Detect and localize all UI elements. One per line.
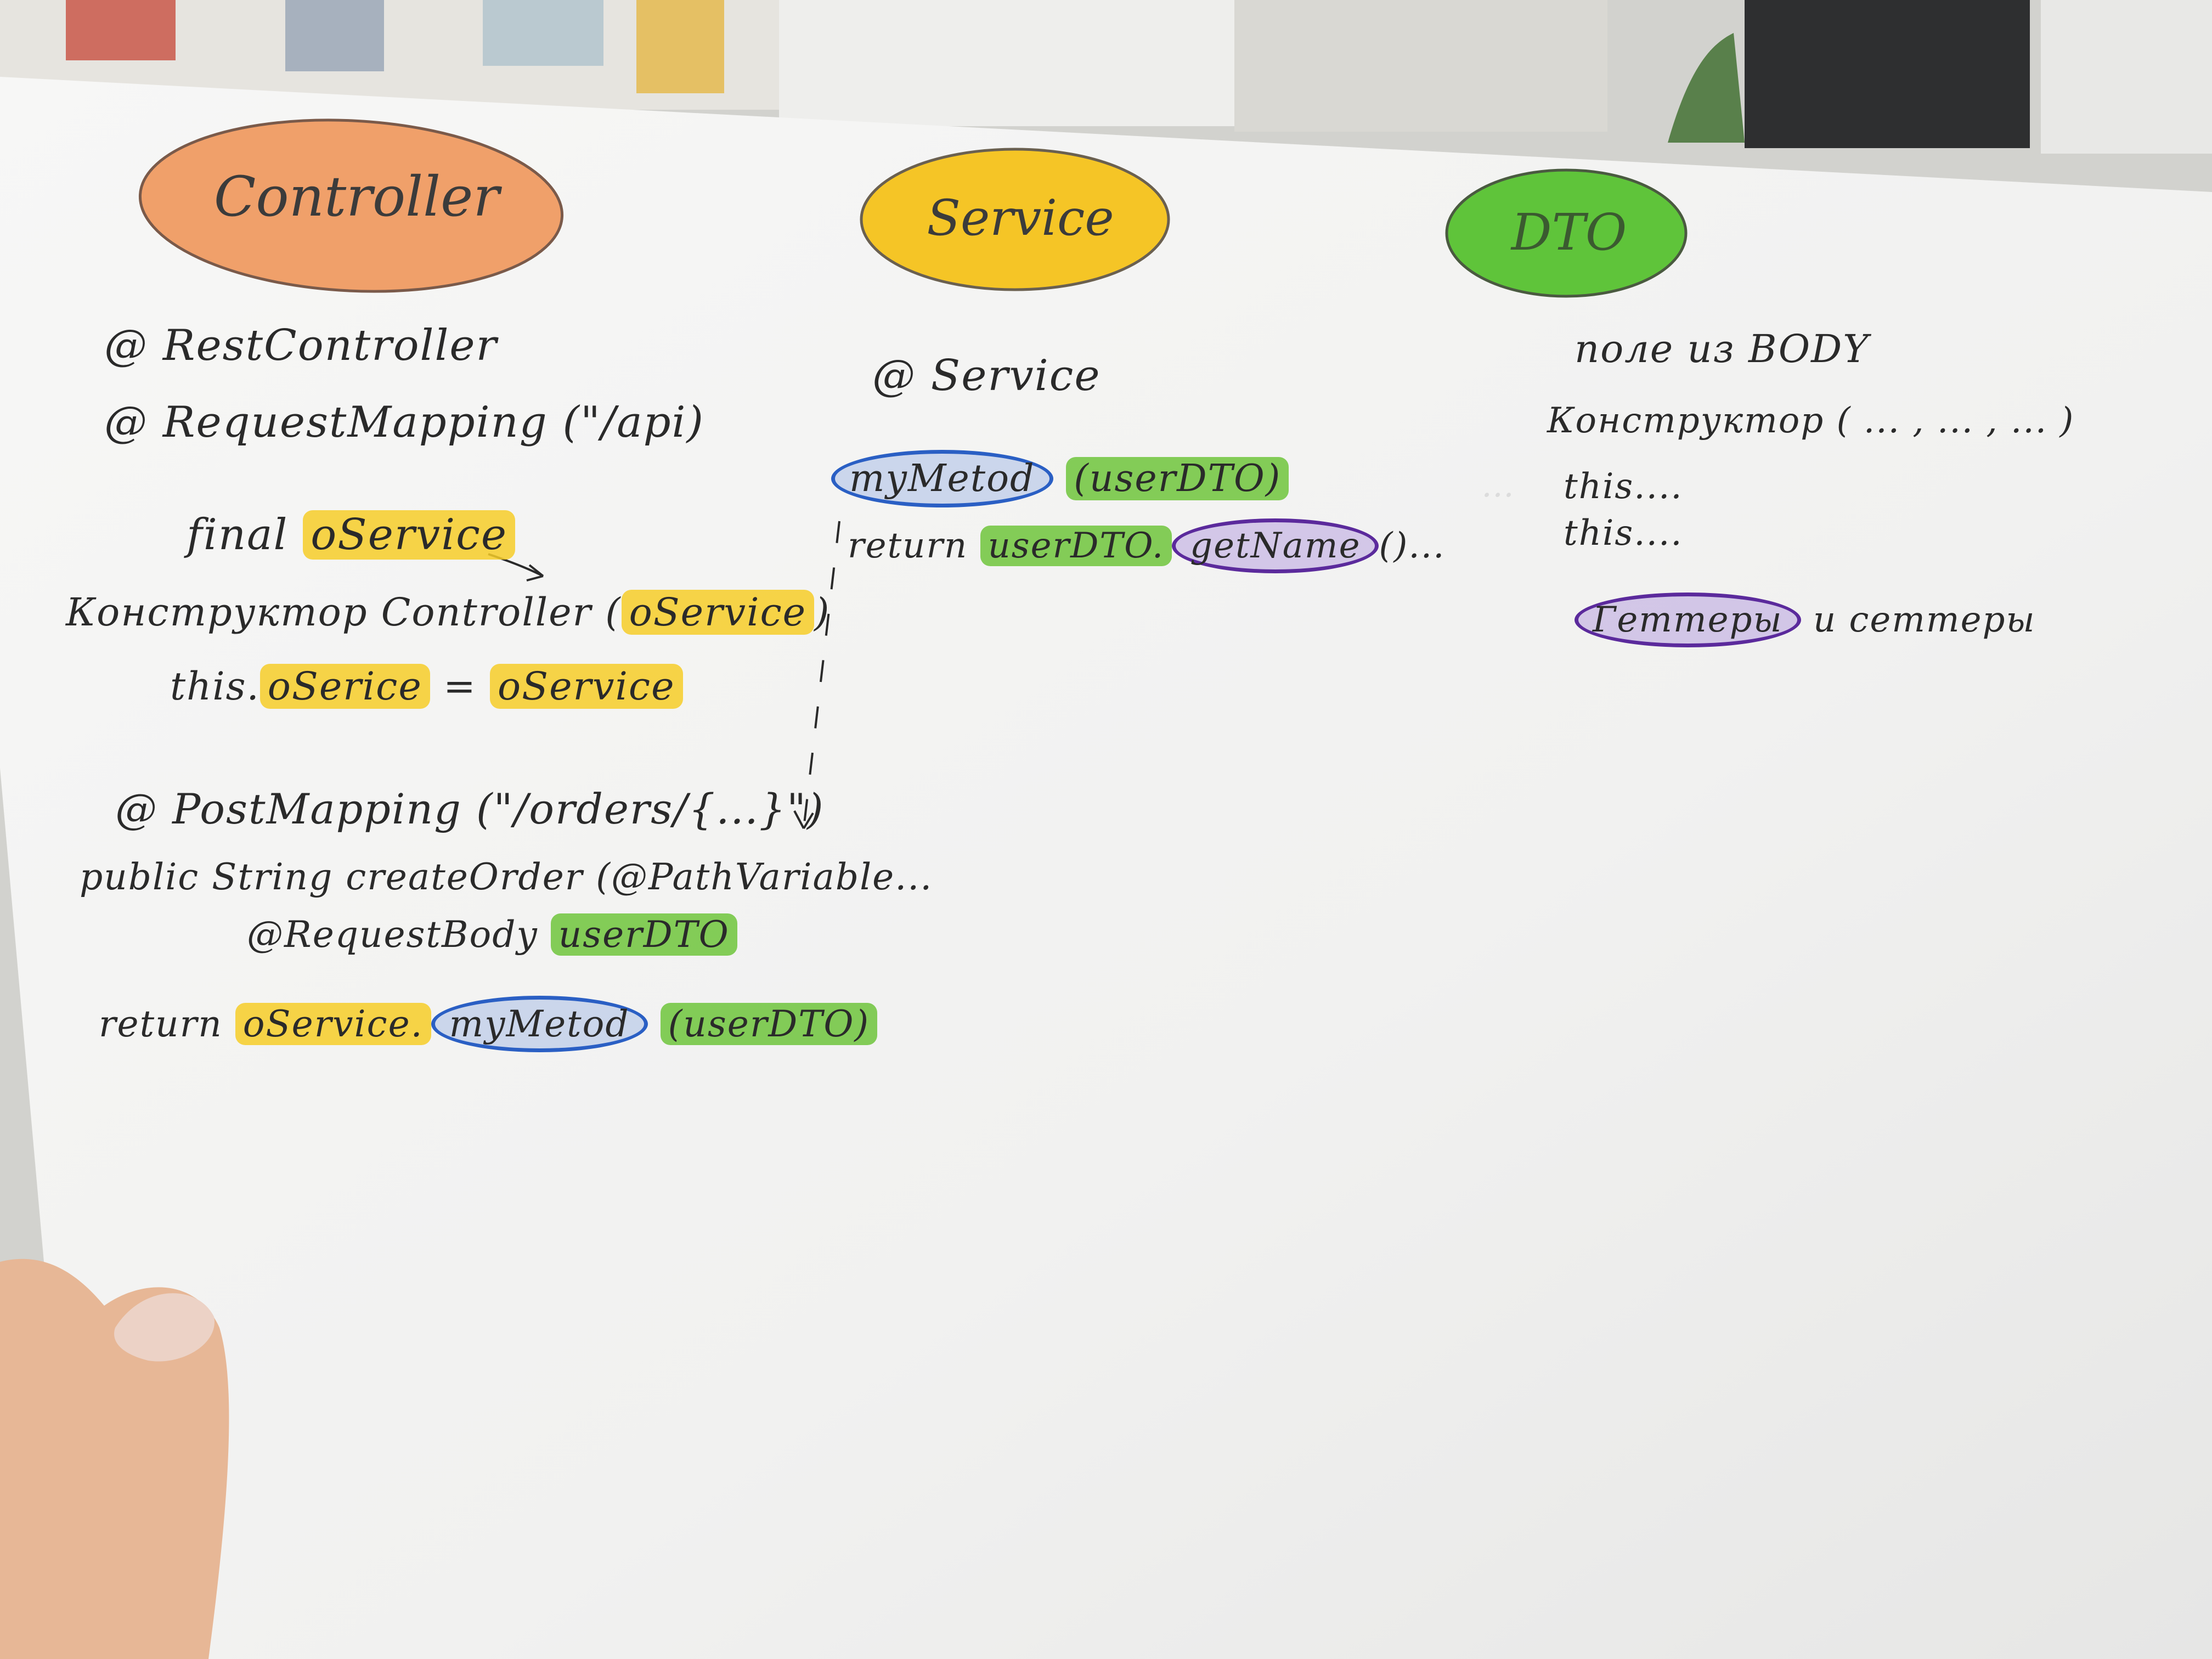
- getters-circled: Геттеры: [1575, 592, 1801, 647]
- constructor-close: ): [814, 590, 831, 635]
- this-keyword: this.: [170, 664, 260, 709]
- oservice-field-highlight: oService: [303, 510, 515, 560]
- controller-header: Controller: [213, 165, 500, 229]
- service-header: Service: [927, 189, 1114, 247]
- dashed-arrow-service-to-controller: [803, 521, 840, 829]
- controller-line-postmapping: @ PostMapping ("/orders/{...}"): [115, 785, 825, 833]
- controller-line-createorder: public String createOrder (@PathVariable…: [80, 856, 933, 898]
- oservice-value-highlight: oService: [489, 664, 683, 709]
- userdto-arg-highlight: userDTO: [550, 913, 737, 956]
- controller-line-final: final oService: [187, 510, 515, 560]
- fridge-magnet-photo: [285, 0, 384, 71]
- controller-line-requestmapping: @ RequestMapping ("/api): [104, 398, 704, 447]
- final-keyword: final: [187, 510, 289, 560]
- service-oval: [860, 148, 1170, 291]
- dto-line-fields: поле из BODY: [1575, 326, 1870, 371]
- this-oservice-highlight: oSerice: [259, 664, 430, 709]
- controller-line-this-assign: this.oSerice = oService: [170, 664, 683, 709]
- show-through-text: …: [1481, 466, 1514, 505]
- requestbody-annotation: @RequestBody: [247, 913, 538, 956]
- service-return-suffix: ()...: [1379, 526, 1446, 566]
- dto-line-constructor: Конструктор ( ... , ... , ... ): [1547, 400, 2075, 441]
- dto-line-this-1: this....: [1564, 466, 1683, 507]
- return-userdto-highlight: (userDTO): [660, 1003, 878, 1045]
- controller-line-restcontroller: @ RestController: [104, 321, 498, 370]
- controller-line-constructor: Конструктор Controller (oService): [66, 590, 830, 635]
- service-line-method: myMetod (userDTO): [831, 450, 1289, 507]
- equals-sign: =: [443, 664, 477, 709]
- service-return-keyword: return: [848, 526, 968, 566]
- dto-line-getters-setters: Геттеры и сеттеры: [1575, 592, 2036, 647]
- service-mymetod-circled: myMetod: [831, 450, 1053, 507]
- dto-oval: [1445, 168, 1688, 298]
- service-userdto-highlight: (userDTO): [1066, 457, 1289, 500]
- service-return-userdto-highlight: userDTO.: [980, 526, 1172, 566]
- thumbnail: [114, 1293, 215, 1362]
- fridge-magnet-red: [66, 0, 176, 60]
- mymetod-circled: myMetod: [431, 996, 648, 1052]
- constructor-arg-highlight: oService: [621, 590, 815, 635]
- dto-header: DTO: [1511, 203, 1627, 262]
- controller-oval: [138, 119, 564, 293]
- dto-line-this-2: this....: [1564, 513, 1683, 554]
- constructor-label: Конструктор Controller (: [66, 590, 622, 635]
- monitor-dark: [1745, 0, 2030, 148]
- service-line-return: return userDTO.getName()...: [848, 518, 1445, 573]
- controller-line-return: return oService.myMetod (userDTO): [99, 996, 878, 1052]
- service-line-annotation: @ Service: [872, 351, 1101, 400]
- return-oservice-highlight: oService.: [235, 1003, 431, 1045]
- setters-label: и сеттеры: [1813, 600, 2036, 640]
- return-keyword: return: [99, 1003, 223, 1045]
- plant-leaf: [1668, 33, 1745, 143]
- getname-circled: getName: [1172, 518, 1379, 573]
- controller-line-requestbody: @RequestBody userDTO: [247, 913, 737, 956]
